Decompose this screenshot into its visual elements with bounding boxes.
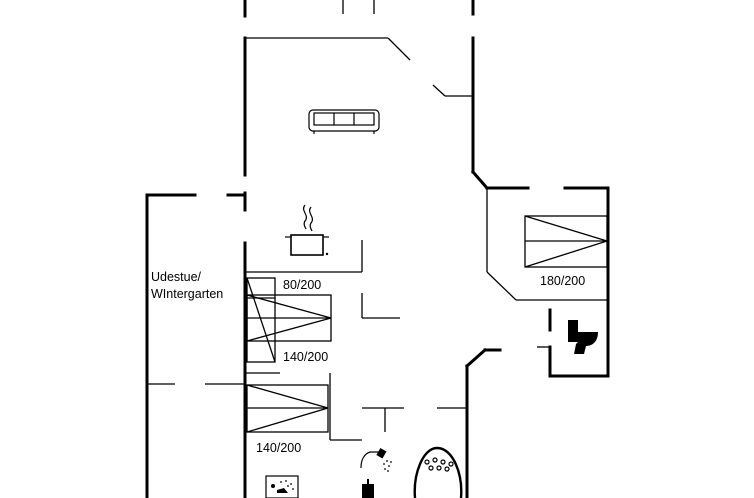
bed-diagonal [246, 317, 332, 342]
sunroom-label: WIntergarten [151, 287, 223, 301]
shower-icon [360, 448, 392, 472]
bed-diagonal [246, 384, 329, 409]
bed-140-200-lower [246, 384, 329, 433]
sofa-icon [308, 109, 380, 134]
bed-diagonal [524, 215, 608, 242]
bed-140-200-upper [246, 294, 332, 342]
bed-180-200 [524, 215, 608, 268]
bed-size-label: 140/200 [256, 441, 301, 455]
door [387, 37, 411, 61]
toilet-icon [568, 320, 598, 354]
bed-diagonal [524, 240, 608, 268]
bed-80-200 [246, 277, 276, 363]
walls [145, 0, 610, 498]
cooking-pot-icon [285, 204, 329, 256]
bed-size-label: 80/200 [283, 278, 321, 292]
bed-size-label: 180/200 [540, 274, 585, 288]
door [432, 84, 446, 97]
fixture-block [362, 484, 374, 498]
bed-diagonal [246, 407, 329, 433]
bed-size-label: 140/200 [283, 350, 328, 364]
whirlpool-icon [413, 446, 463, 498]
wall [464, 347, 488, 369]
sauna-icon [265, 475, 299, 498]
wall [486, 271, 517, 301]
bed-diagonal [246, 277, 276, 363]
bed-diagonal [246, 294, 332, 319]
wall [470, 169, 490, 191]
sunroom-label: Udestue/ [151, 270, 202, 284]
